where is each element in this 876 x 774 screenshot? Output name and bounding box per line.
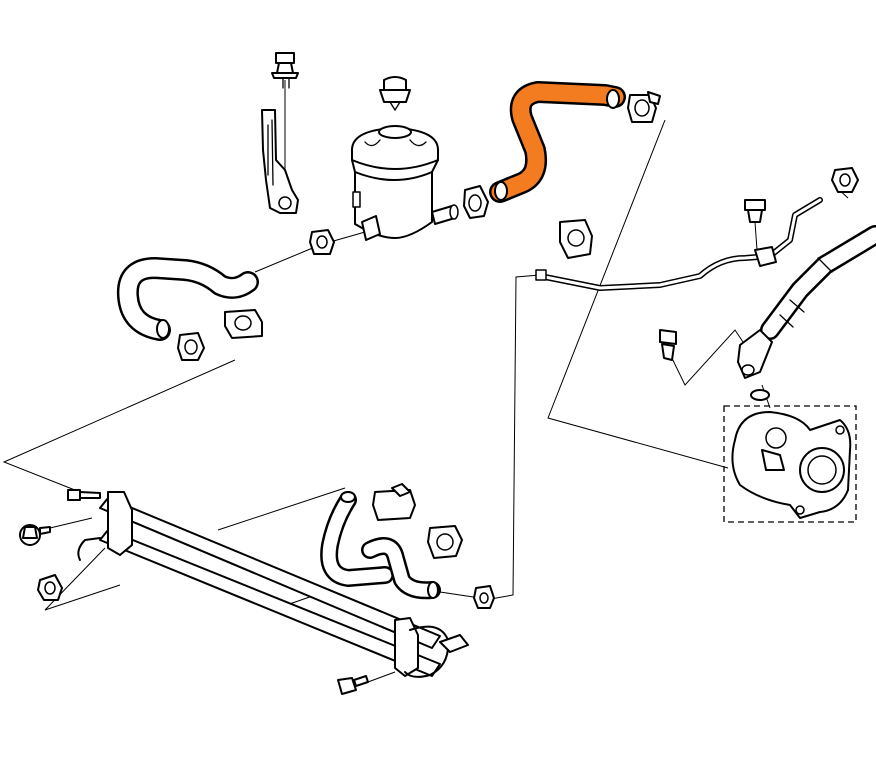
cooler-bolt-bottom — [337, 675, 369, 695]
leader-pump-bolt-to-bracket — [667, 329, 746, 386]
reservoir-bracket — [261, 109, 299, 214]
pump-assembly-box — [723, 405, 857, 523]
pipe-clip-center — [559, 219, 593, 259]
cooler-hose-clamp-mid — [427, 525, 463, 559]
return-hose-clamp — [177, 332, 205, 361]
reservoir-outlet-clamp — [309, 229, 335, 255]
leader-cooler-to-pipe — [484, 274, 541, 601]
leader-cooler-lower-left — [44, 547, 121, 611]
pressure-hose — [737, 225, 876, 379]
hose-clip-left — [224, 309, 263, 339]
sealing-washer — [750, 389, 770, 401]
pressure-bolt — [659, 329, 677, 361]
bracket-bolt — [271, 52, 299, 89]
leader-cooler-upper-left — [2, 359, 236, 497]
cooler-hose-clip — [372, 483, 416, 521]
cooler-bolt-left — [67, 489, 101, 501]
cooler-hose-upper — [320, 491, 394, 587]
cooler-washer-bolt — [19, 524, 51, 546]
leader-highlighted-part — [547, 119, 729, 469]
leader-cooler-hose-upper — [217, 487, 346, 531]
steering-fluid-cooler — [99, 491, 469, 678]
leader-pump-bolt-to-pipe — [754, 221, 758, 251]
power-steering-pump — [723, 405, 857, 523]
hose-clamp-reservoir — [463, 185, 489, 219]
leader-return-hose-to-clamp — [254, 246, 316, 273]
return-pipe-long — [535, 197, 823, 291]
return-hose — [116, 257, 259, 341]
power-steering-reservoir — [351, 125, 459, 241]
cooler-hose-lower — [361, 537, 441, 600]
cooler-fitting-lower — [37, 537, 101, 601]
pipe-bolt-right — [744, 199, 766, 223]
leader-cooler-bolt — [49, 517, 93, 529]
leader-reservoir-to-clamp — [329, 231, 366, 243]
hose-clamp-upper — [627, 91, 661, 123]
hose-clamp-right-top — [831, 167, 859, 193]
highlighted-suction-hose — [489, 81, 626, 203]
cooler-outlet-clamp — [473, 585, 495, 609]
reservoir-cap-bolt — [379, 76, 411, 112]
